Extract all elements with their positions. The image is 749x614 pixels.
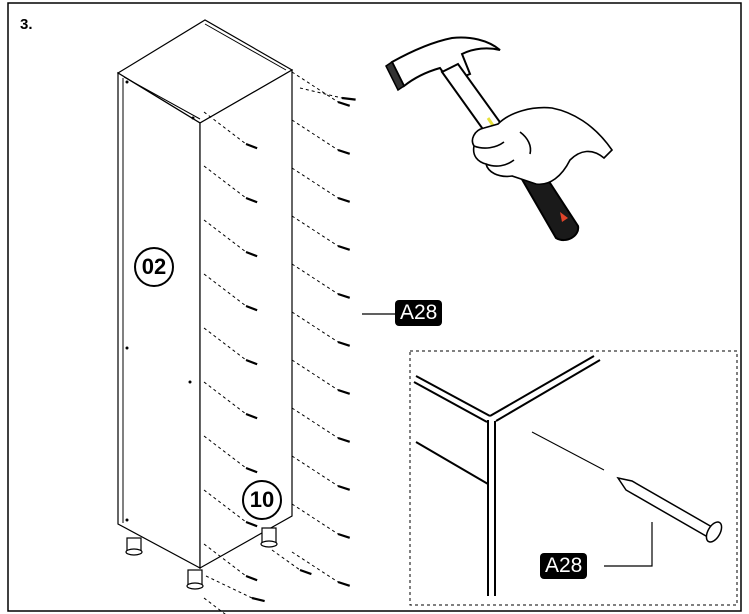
nail-guide-17 — [291, 407, 339, 439]
nail-guide-15 — [291, 311, 339, 343]
nail-guide-22 — [205, 575, 253, 599]
outer-border — [7, 2, 742, 612]
nail-2 — [245, 250, 258, 258]
nail-12 — [337, 196, 351, 203]
fastener-tag-a28: A28 — [395, 300, 443, 326]
step-number: 3. — [20, 16, 33, 33]
nail-20 — [337, 580, 351, 587]
part-label-bottom-panel: 10 — [242, 480, 282, 520]
nail-guide-11 — [291, 119, 339, 151]
nail-13 — [337, 244, 351, 251]
nail-guide-1 — [203, 165, 247, 199]
nails — [245, 96, 356, 603]
nail-22 — [251, 596, 265, 603]
nail-guide-6 — [203, 435, 247, 469]
nail-guide-21 — [299, 87, 343, 99]
nail-11 — [337, 148, 351, 155]
nail-guides — [203, 71, 343, 614]
nail-guide-23 — [271, 549, 301, 571]
cabinet-legs — [125, 527, 278, 590]
nail-guide-0 — [203, 111, 247, 145]
nail-guide-3 — [203, 273, 247, 307]
detail-nail-guide — [531, 431, 605, 471]
nail-3 — [245, 304, 258, 312]
nail-guide-12 — [291, 167, 339, 199]
fastener-tag-a28-detail: A28 — [540, 553, 588, 579]
nail-8 — [245, 574, 258, 582]
nail-10 — [337, 100, 351, 107]
nail-16 — [337, 388, 351, 395]
part-label-side-panel: 02 — [134, 247, 174, 287]
nail-5 — [245, 412, 258, 420]
nail-4 — [245, 358, 258, 366]
detail-corner — [413, 355, 601, 596]
nail-guide-18 — [291, 455, 339, 487]
nail-guide-8 — [203, 543, 247, 577]
nail-guide-9 — [203, 597, 226, 614]
nail-guide-4 — [203, 327, 247, 361]
detail-inset — [409, 350, 738, 606]
nail-15 — [337, 340, 351, 347]
hand-icon — [471, 106, 614, 185]
nail-guide-7 — [203, 489, 247, 523]
nail-21 — [341, 96, 356, 101]
nail-6 — [245, 466, 258, 474]
nail-7 — [245, 520, 258, 528]
nail-guide-14 — [291, 263, 339, 295]
cabinet-side-panel — [117, 71, 201, 570]
detail-a28-leader — [604, 522, 653, 567]
nail-14 — [337, 292, 351, 299]
nail-guide-20 — [291, 551, 339, 583]
nail-guide-5 — [203, 381, 247, 415]
nail-17 — [337, 436, 351, 443]
nail-guide-13 — [291, 215, 339, 247]
nail-1 — [245, 196, 258, 204]
nail-icon — [616, 476, 723, 543]
hammer-tip-marker — [560, 212, 568, 222]
nail-19 — [337, 532, 351, 539]
nail-guide-16 — [291, 359, 339, 391]
nail-0 — [245, 142, 258, 150]
nail-guide-19 — [291, 503, 339, 535]
nail-guide-10 — [291, 71, 339, 103]
nail-18 — [337, 484, 351, 491]
nail-23 — [299, 568, 312, 576]
nail-guide-2 — [203, 219, 247, 253]
